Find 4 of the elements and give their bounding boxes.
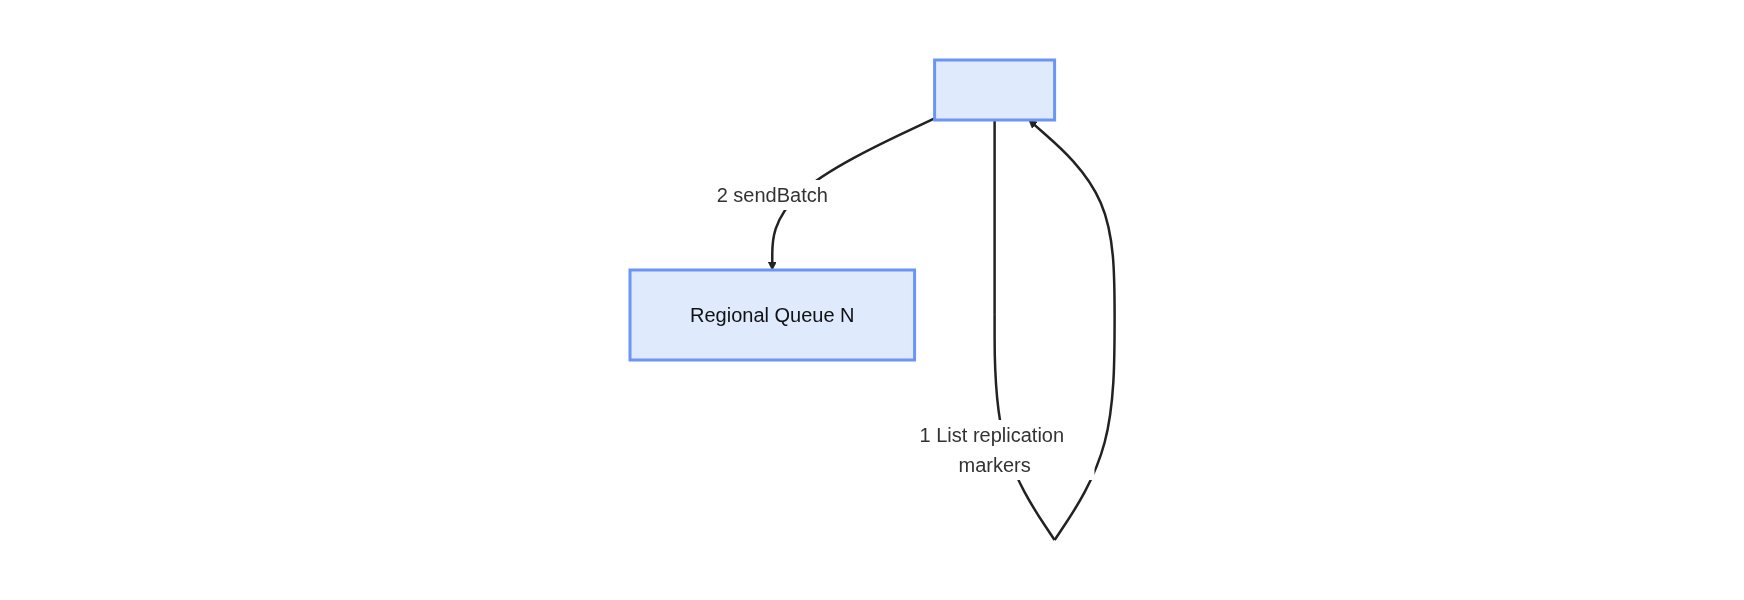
- edge-label: 2 sendBatch: [716, 183, 828, 206]
- node-box: [932, 58, 1056, 122]
- edge-label: 1 List replication markers: [919, 423, 1064, 476]
- node-box: Regional Queue N: [628, 268, 916, 362]
